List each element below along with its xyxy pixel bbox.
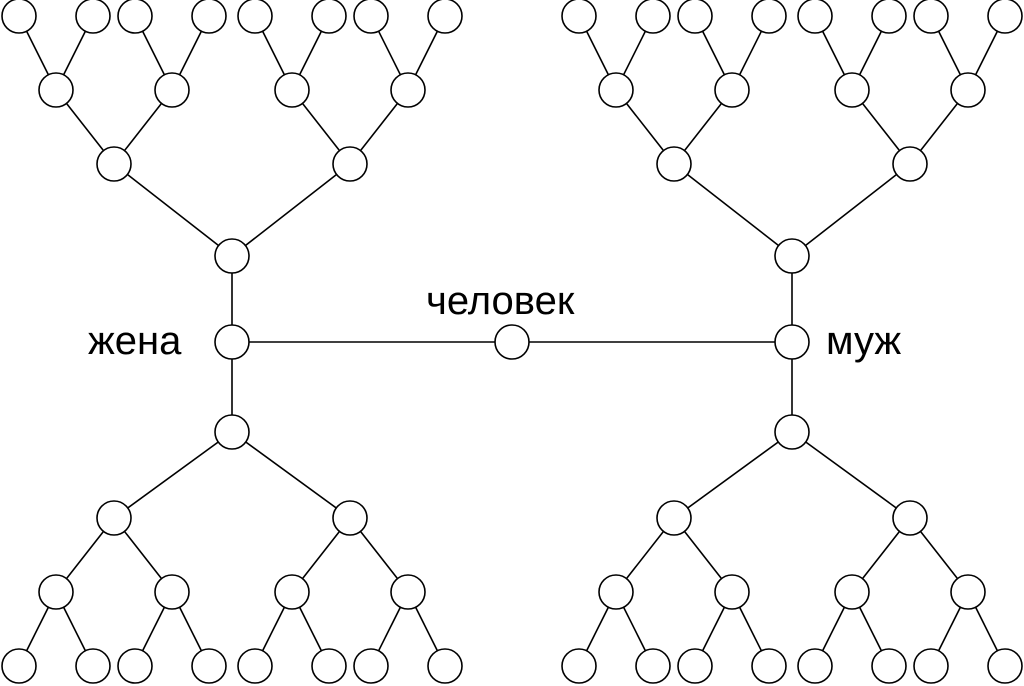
- label-husband: муж: [826, 319, 901, 363]
- node-19: [390, 574, 426, 610]
- node-27: [427, 648, 463, 684]
- node-11: [311, 0, 347, 34]
- node-4: [274, 72, 310, 108]
- node-42: [656, 500, 692, 536]
- node-44: [598, 574, 634, 610]
- node-35: [635, 0, 671, 34]
- node-21: [75, 648, 111, 684]
- node-53: [871, 648, 907, 684]
- node-51: [751, 648, 787, 684]
- node-31: [714, 72, 750, 108]
- edge-30: [673, 163, 793, 257]
- node-38: [797, 0, 833, 34]
- edge-45: [791, 431, 911, 519]
- node-32: [834, 72, 870, 108]
- node-22: [117, 648, 153, 684]
- node-40: [913, 0, 949, 34]
- node-husband-parent: [774, 238, 810, 274]
- label-person: человек: [426, 279, 575, 323]
- node-37: [751, 0, 787, 34]
- edge-44: [673, 431, 793, 519]
- node-18: [274, 574, 310, 610]
- node-41: [987, 0, 1023, 34]
- node-29: [892, 146, 928, 182]
- node-33: [950, 72, 986, 108]
- node-43: [892, 500, 928, 536]
- node-3: [154, 72, 190, 108]
- node-12: [353, 0, 389, 34]
- node-50: [677, 648, 713, 684]
- node-husband: [774, 324, 810, 360]
- node-39: [871, 0, 907, 34]
- node-25: [311, 648, 347, 684]
- node-30: [598, 72, 634, 108]
- node-9: [191, 0, 227, 34]
- node-15: [332, 500, 368, 536]
- node-wife-parent: [214, 238, 250, 274]
- edge-31: [791, 163, 911, 257]
- node-husband-child: [774, 414, 810, 450]
- node-0: [96, 146, 132, 182]
- node-2: [38, 72, 74, 108]
- node-48: [561, 648, 597, 684]
- node-wife: [214, 324, 250, 360]
- label-wife: жена: [88, 319, 182, 363]
- node-7: [75, 0, 111, 34]
- node-36: [677, 0, 713, 34]
- node-28: [656, 146, 692, 182]
- node-20: [1, 648, 37, 684]
- node-1: [332, 146, 368, 182]
- node-55: [987, 648, 1023, 684]
- node-14: [96, 500, 132, 536]
- edge-17: [231, 431, 351, 519]
- edge-16: [113, 431, 233, 519]
- node-wife-child: [214, 414, 250, 450]
- edge-3: [231, 163, 351, 257]
- node-52: [797, 648, 833, 684]
- node-16: [38, 574, 74, 610]
- node-54: [913, 648, 949, 684]
- node-47: [950, 574, 986, 610]
- node-person: [494, 324, 530, 360]
- node-24: [237, 648, 273, 684]
- node-10: [237, 0, 273, 34]
- node-13: [427, 0, 463, 34]
- node-26: [353, 648, 389, 684]
- node-45: [714, 574, 750, 610]
- edge-2: [113, 163, 233, 257]
- node-49: [635, 648, 671, 684]
- node-34: [561, 0, 597, 34]
- node-46: [834, 574, 870, 610]
- node-6: [1, 0, 37, 34]
- node-17: [154, 574, 190, 610]
- node-8: [117, 0, 153, 34]
- node-23: [191, 648, 227, 684]
- node-5: [390, 72, 426, 108]
